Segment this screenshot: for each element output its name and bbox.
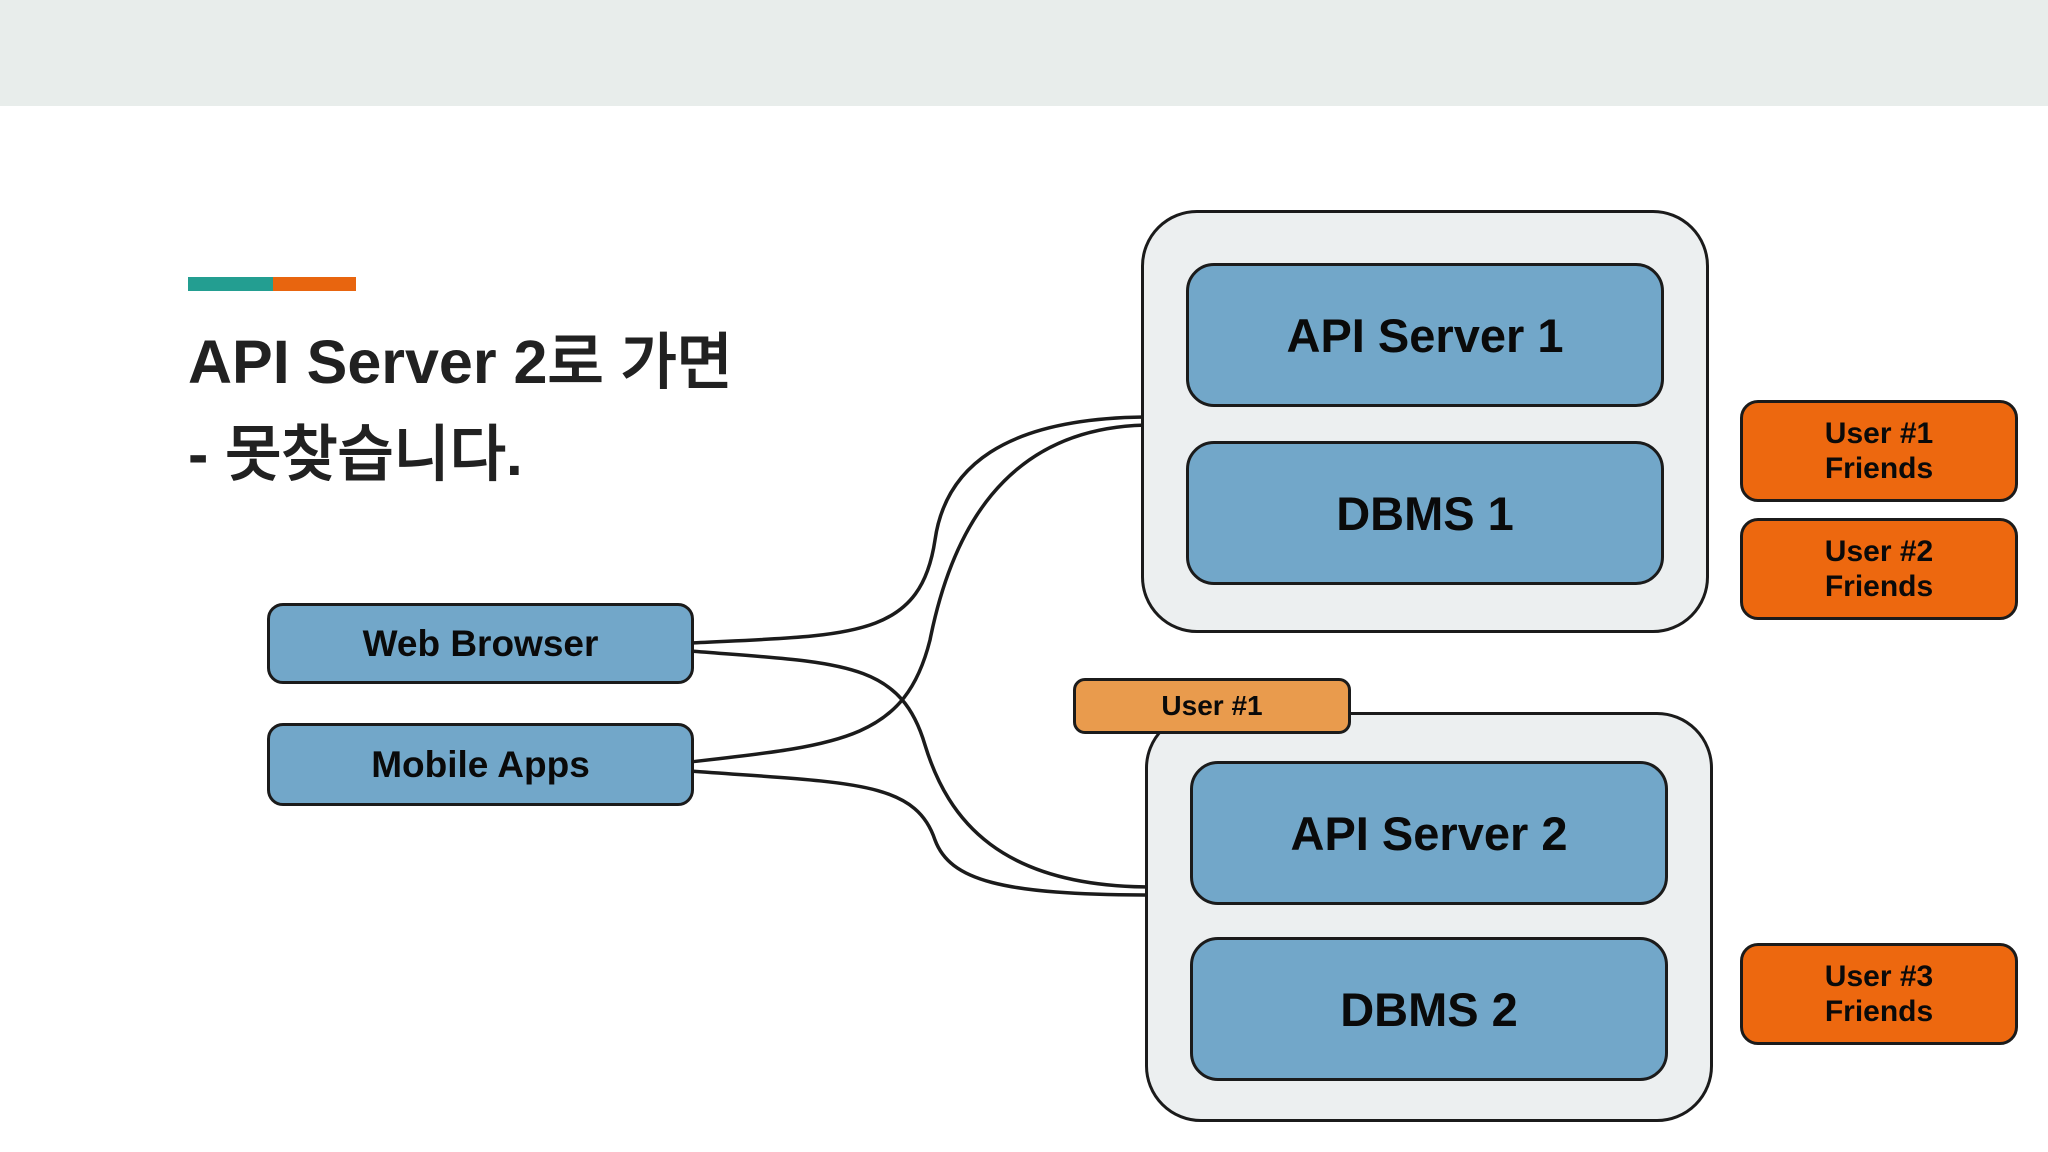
api-server-2-box: API Server 2 [1190, 761, 1668, 905]
user-1-friends-label: Friends [1824, 452, 1934, 485]
dbms-2-label: DBMS 2 [1340, 982, 1518, 1036]
user-1-tag: User #1 [1073, 678, 1351, 734]
slide-title-line1: API Server 2로 가면 [188, 328, 733, 396]
api-server-1-box: API Server 1 [1186, 263, 1664, 407]
api-server-1-label: API Server 1 [1286, 308, 1564, 362]
user-2-friends-box: User #2 Friends [1740, 518, 2018, 620]
dbms-1-box: DBMS 1 [1186, 441, 1664, 585]
slide-top-band [0, 0, 2048, 106]
user-3-friends-user: User #3 [1824, 960, 1934, 993]
user-3-friends-box: User #3 Friends [1740, 943, 2018, 1045]
connector-webbrowser-to-cluster2 [688, 649, 1154, 889]
title-accent-bar-orange [273, 277, 356, 291]
slide-title: API Server 2로 가면 - 못찾습니다. [188, 316, 733, 500]
web-browser-label: Web Browser [362, 622, 599, 664]
dbms-2-box: DBMS 2 [1190, 937, 1668, 1081]
connector-mobileapps-to-cluster1 [688, 423, 1154, 764]
dbms-1-label: DBMS 1 [1336, 486, 1514, 540]
user-1-friends-box: User #1 Friends [1740, 400, 2018, 502]
connector-mobileapps-to-cluster2 [688, 769, 1154, 897]
user-3-friends-label: Friends [1824, 995, 1934, 1028]
api-server-2-label: API Server 2 [1290, 806, 1568, 860]
mobile-apps-label: Mobile Apps [371, 743, 590, 785]
user-1-tag-label: User #1 [1161, 690, 1263, 721]
mobile-apps-box: Mobile Apps [267, 723, 694, 806]
title-accent-bar-teal [188, 277, 273, 291]
user-1-friends-user: User #1 [1824, 417, 1934, 450]
web-browser-box: Web Browser [267, 603, 694, 684]
user-2-friends-user: User #2 [1824, 535, 1934, 568]
slide-title-line2: - 못찾습니다. [188, 420, 523, 488]
connector-webbrowser-to-cluster1 [688, 415, 1154, 645]
server-cluster-1: API Server 1 DBMS 1 [1141, 210, 1709, 633]
user-2-friends-label: Friends [1824, 570, 1934, 603]
server-cluster-2: API Server 2 DBMS 2 [1145, 712, 1713, 1122]
